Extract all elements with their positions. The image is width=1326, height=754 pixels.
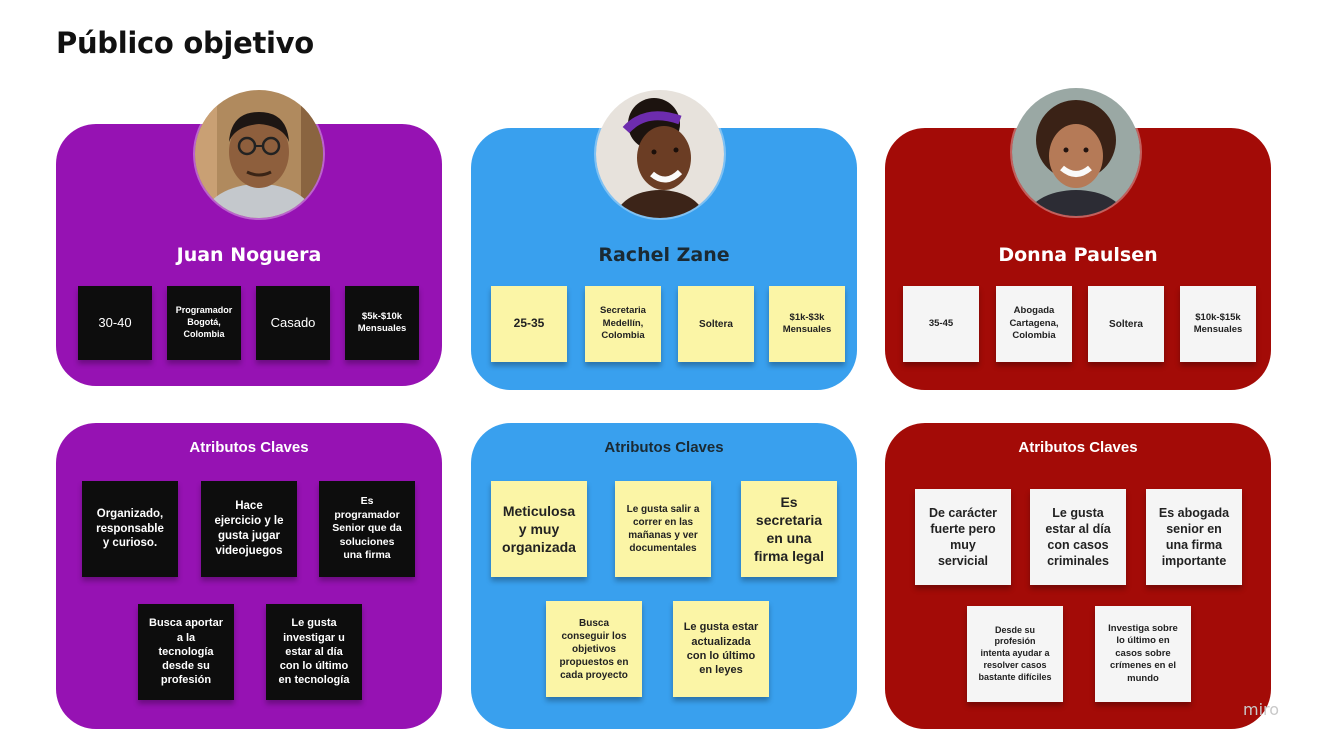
sticky-note[interactable]: $5k-$10k Mensuales — [345, 286, 419, 360]
section-title: Atributos Claves — [1018, 439, 1138, 456]
attributes-card-juan: Atributos Claves Organizado, responsable… — [56, 423, 442, 729]
persona-name: Donna Paulsen — [998, 244, 1158, 266]
sticky-note[interactable]: Abogada Cartagena, Colombia — [996, 286, 1072, 362]
sticky-note[interactable]: Es abogada senior en una firma important… — [1146, 489, 1242, 585]
sticky-note[interactable]: Busca conseguir los objetivos propuestos… — [546, 601, 642, 697]
sticky-note[interactable]: Le gusta estar al día con casos criminal… — [1030, 489, 1126, 585]
sticky-note[interactable]: Organizado, responsable y curioso. — [82, 481, 178, 577]
section-title: Atributos Claves — [189, 439, 309, 456]
sticky-note[interactable]: $1k-$3k Mensuales — [769, 286, 845, 362]
attributes-card-donna: Atributos Claves De carácter fuerte pero… — [885, 423, 1271, 729]
avatar-donna — [1010, 86, 1142, 218]
sticky-note[interactable]: Programador Bogotá, Colombia — [167, 286, 241, 360]
sticky-note[interactable]: Soltera — [1088, 286, 1164, 362]
persona-name: Rachel Zane — [598, 244, 730, 266]
avatar-rachel — [594, 88, 726, 220]
sticky-note[interactable]: Desde su profesión intenta ayudar a reso… — [967, 606, 1063, 702]
sticky-note[interactable]: 25-35 — [491, 286, 567, 362]
sticky-note[interactable]: Le gusta investigar u estar al día con l… — [266, 604, 362, 700]
sticky-note[interactable]: Investiga sobre lo último en casos sobre… — [1095, 606, 1191, 702]
sticky-note[interactable]: Secretaria Medellín, Colombia — [585, 286, 661, 362]
sticky-note[interactable]: Es programador Senior que da soluciones … — [319, 481, 415, 577]
sticky-note[interactable]: Hace ejercicio y le gusta jugar videojue… — [201, 481, 297, 577]
sticky-note[interactable]: Meticulosa y muy organizada — [491, 481, 587, 577]
sticky-note[interactable]: Busca aportar a la tecnología desde su p… — [138, 604, 234, 700]
persona-card-rachel: Rachel Zane 25-35 Secretaria Medellín, C… — [471, 128, 857, 390]
sticky-note[interactable]: Soltera — [678, 286, 754, 362]
sticky-note[interactable]: 35-45 — [903, 286, 979, 362]
sticky-note[interactable]: De carácter fuerte pero muy servicial — [915, 489, 1011, 585]
sticky-note[interactable]: 30-40 — [78, 286, 152, 360]
sticky-note[interactable]: Le gusta salir a correr en las mañanas y… — [615, 481, 711, 577]
persona-name: Juan Noguera — [176, 244, 322, 266]
section-title: Atributos Claves — [604, 439, 724, 456]
sticky-note[interactable]: Le gusta estar actualizada con lo último… — [673, 601, 769, 697]
page-title: Público objetivo — [56, 26, 314, 60]
miro-watermark: miro — [1243, 700, 1280, 719]
sticky-note[interactable]: Casado — [256, 286, 330, 360]
sticky-note[interactable]: Es secretaria en una firma legal — [741, 481, 837, 577]
avatar-juan — [193, 88, 325, 220]
attributes-card-rachel: Atributos Claves Meticulosa y muy organi… — [471, 423, 857, 729]
sticky-note[interactable]: $10k-$15k Mensuales — [1180, 286, 1256, 362]
